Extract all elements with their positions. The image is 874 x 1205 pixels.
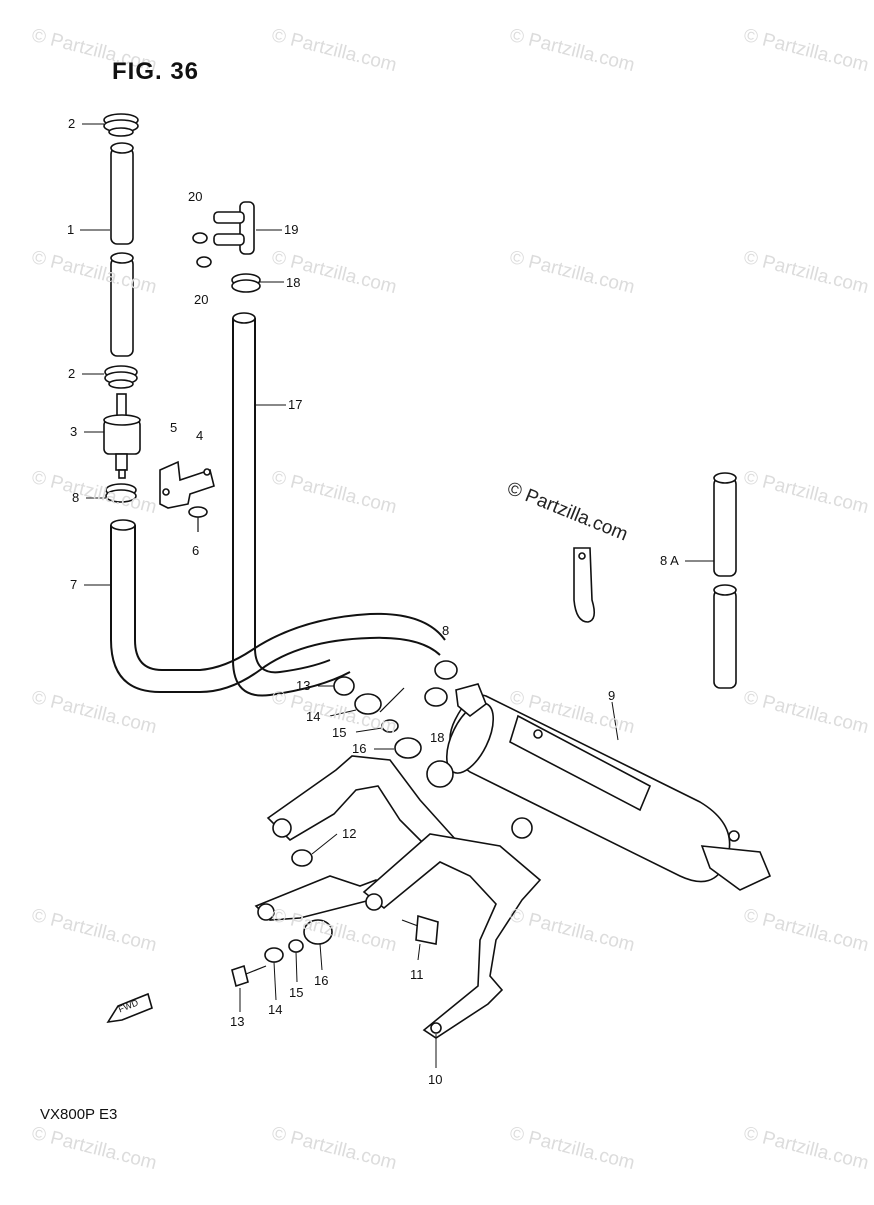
part-label: 3 (70, 424, 78, 439)
part-label: 2 (68, 116, 76, 131)
bracket-10 (362, 817, 542, 1039)
part-label: 10 (428, 1072, 443, 1087)
part-label: 1 (67, 222, 75, 237)
part-label: 8 A (660, 553, 679, 568)
canister-fitting (455, 683, 487, 718)
clamp-18-lower (424, 687, 448, 707)
part-label: 20 (188, 189, 203, 204)
hardware-upper (333, 676, 422, 759)
t-fitting-19 (213, 201, 255, 255)
clip-20-b (196, 256, 212, 268)
hose-1 (110, 142, 134, 357)
part-label: 20 (194, 292, 209, 307)
part-label: 7 (70, 577, 78, 592)
part-label: 15 (332, 725, 347, 740)
screw-6 (188, 506, 208, 532)
part-label: 15 (289, 985, 304, 1000)
hose-holder-bracket (573, 547, 596, 623)
hose-7-outer (110, 525, 441, 693)
clamp-8-upper (105, 483, 137, 503)
figure-title: FIG. 36 (112, 58, 200, 85)
clip-20-a (192, 232, 208, 244)
fuel-filter-3 (103, 393, 141, 479)
part-label: 2 (68, 366, 76, 381)
part-label: 16 (352, 741, 367, 756)
hose-7-inner (134, 525, 446, 671)
part-label: 13 (230, 1014, 245, 1029)
part-label: 11 (410, 967, 424, 982)
part-label: 19 (284, 222, 299, 237)
fwd-arrow (106, 992, 153, 1024)
part-label: 5 (170, 420, 178, 435)
hose-17-outer (232, 318, 351, 697)
part-label: 17 (288, 397, 303, 412)
part-label: 8 (72, 490, 80, 505)
clamp-18-top (231, 273, 261, 293)
hose-17-inner (254, 318, 331, 674)
part-label: 13 (296, 678, 311, 693)
part-label: 6 (192, 543, 200, 558)
part-label: 14 (306, 709, 321, 724)
part-label: 18 (286, 275, 301, 290)
bolt-11 (401, 914, 439, 945)
part-label: 12 (342, 826, 357, 841)
clamp-8-lower (434, 660, 458, 680)
bracket-4-5 (159, 460, 215, 509)
clamp-2-top (103, 113, 139, 137)
clamp-2-lower (104, 365, 138, 389)
model-code: VX800P E3 (40, 1106, 118, 1123)
canister-9 (445, 694, 772, 891)
part-label: 9 (608, 688, 616, 703)
part-label: 14 (268, 1002, 283, 1017)
part-label: 8 (442, 623, 450, 638)
part-label: 16 (314, 973, 329, 988)
part-label: 18 (430, 730, 445, 745)
hose-8A (713, 472, 737, 689)
part-label: 4 (196, 428, 204, 443)
